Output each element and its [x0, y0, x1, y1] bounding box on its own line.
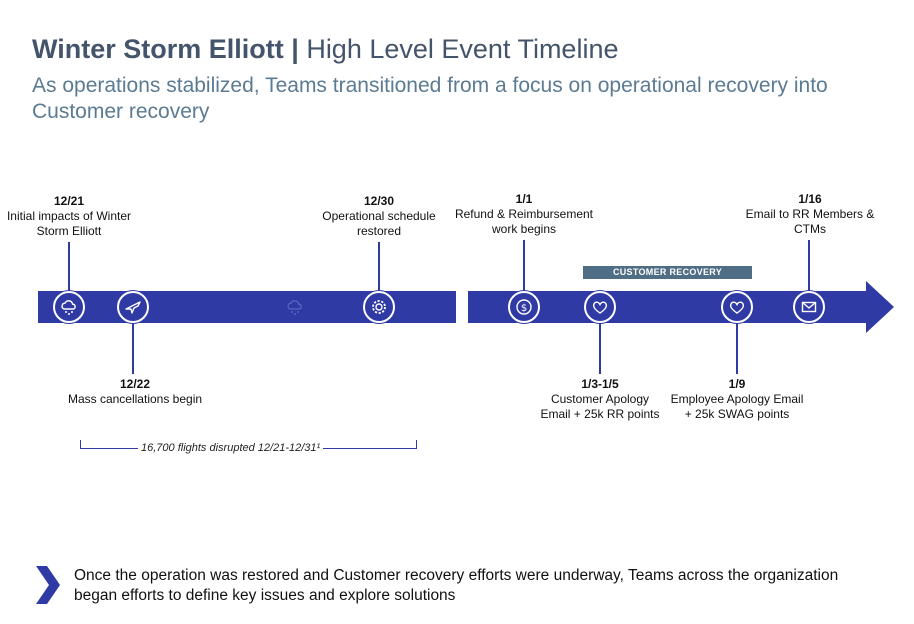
event-text: Employee Apology Email [670, 392, 804, 406]
event-text: restored [356, 224, 402, 238]
connector-line [378, 242, 380, 292]
event-date: 12/21 [53, 194, 85, 208]
event-text: work begins [491, 222, 557, 236]
disruption-bracket-label: 16,700 flights disrupted 12/21-12/31¹ [138, 442, 324, 454]
event-text: Mass cancellations begin [67, 392, 203, 406]
heart-icon [584, 291, 616, 323]
gear-icon [363, 291, 395, 323]
event-label-1-1: 1/1 Refund & Reimbursement work begins [449, 192, 599, 237]
connector-line [523, 240, 525, 292]
event-text: Email + 25k RR points [540, 407, 660, 421]
event-text: Operational schedule [322, 209, 436, 223]
event-label-12-30: 12/30 Operational schedule restored [318, 194, 440, 239]
envelope-icon [793, 291, 825, 323]
event-label-1-9: 1/9 Employee Apology Email + 25k SWAG po… [666, 377, 808, 422]
connector-line [132, 322, 134, 374]
chevron-right-icon [36, 566, 60, 604]
summary-text: Once the operation was restored and Cust… [74, 567, 839, 604]
event-date: 1/16 [798, 192, 822, 206]
event-label-1-3: 1/3-1/5 Customer Apology Email + 25k RR … [534, 377, 666, 422]
connector-line [599, 322, 601, 374]
snow-cloud-icon [53, 291, 85, 323]
event-text: Customer Apology [550, 392, 650, 406]
event-date: 12/30 [363, 194, 395, 208]
customer-recovery-label: CUSTOMER RECOVERY [583, 266, 752, 279]
event-text: CTMs [794, 222, 826, 236]
event-date: 1/1 [515, 192, 533, 206]
page-subtitle: As operations stabilized, Teams transiti… [32, 74, 828, 123]
connector-line [68, 242, 70, 292]
title-rest: High Level Event Timeline [298, 34, 619, 64]
event-text: Refund & Reimbursement [454, 207, 594, 221]
event-date: 1/3-1/5 [581, 377, 619, 391]
snow-cloud-icon [284, 296, 306, 318]
event-text: Email to RR Members & [745, 207, 875, 221]
event-date: 12/22 [119, 377, 151, 391]
event-label-12-22: 12/22 Mass cancellations begin [60, 377, 210, 407]
event-label-1-16: 1/16 Email to RR Members & CTMs [740, 192, 880, 237]
title-bold: Winter Storm Elliott | [32, 34, 299, 64]
timeline-arrowhead [866, 281, 894, 333]
svg-text:$: $ [521, 303, 527, 314]
heart-icon [721, 291, 753, 323]
event-text: Initial impacts of Winter [6, 209, 132, 223]
dollar-refund-icon: $ [508, 291, 540, 323]
event-label-12-21: 12/21 Initial impacts of Winter Storm El… [0, 194, 138, 239]
connector-line [736, 322, 738, 374]
airplane-icon [117, 291, 149, 323]
connector-line [808, 240, 810, 292]
event-text: + 25k SWAG points [684, 407, 790, 421]
page-title: Winter Storm Elliott | High Level Event … [32, 34, 618, 65]
event-date: 1/9 [728, 377, 746, 391]
event-text: Storm Elliott [36, 224, 102, 238]
